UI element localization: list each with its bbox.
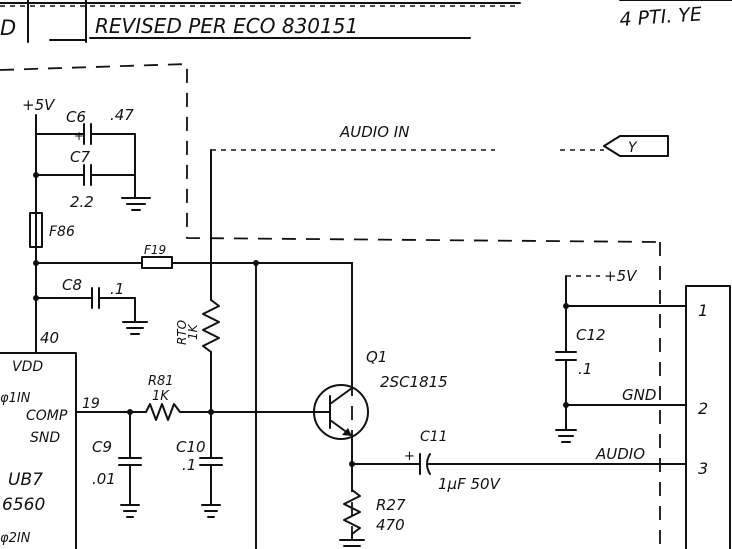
r27-value: 470 [376,516,405,534]
signature-fragment: 4 PTI. YE [619,3,703,31]
rto-value: 1K [186,323,200,340]
connector-power-network: +5V C12 .1 GND AUDIO [555,267,687,463]
c11-value: 1μF 50V [438,475,502,493]
f86-label: F86 [49,224,75,240]
ic-ub7-6560: VDD φ1IN COMP SND UB7 6560 φ2IN 19 [0,344,100,549]
power-filter-network: +5V C6 .47 + C7 2.2 F86 [22,96,151,347]
c7-value: 2.2 [70,193,94,211]
c8-label: C8 [62,276,82,294]
r81-value: 1K [152,389,170,404]
connector-pin-3: 3 [698,459,708,478]
ic-comp: COMP [26,408,68,424]
c9-label: C9 [92,438,112,456]
revision-description: REVISED PER ECO 830151 [95,14,358,38]
v5-right-label: +5V [604,267,638,285]
c12-label: C12 [576,326,606,344]
output-connector: 1 2 3 [685,285,731,549]
c7-label: C7 [70,148,90,166]
rto-label: RTO [175,320,189,345]
c11-plus: + [404,449,415,464]
v5-left-label: +5V [22,96,56,114]
audio-label: AUDIO [595,445,645,463]
audio-in-label: AUDIO IN [339,123,409,141]
connector-pin-2: 2 [698,399,708,418]
c6-value: .47 [110,106,134,124]
r27-label: R27 [376,496,406,514]
ic-6560: 6560 [2,495,45,515]
c6-plus: + [74,129,84,143]
connector-pin-1: 1 [698,301,708,320]
ic-snd: SND [30,430,60,446]
r81-label: R81 [148,374,174,389]
f19-label: F19 [144,243,166,257]
rto-resistor: RTO 1K [175,299,220,413]
q1-part: 2SC1815 [380,373,448,391]
revision-block: D REVISED PER ECO 830151 4 PTI. YE [0,0,732,43]
revision-letter: D [0,16,16,40]
pin19-label: 19 [82,396,100,412]
pin40-label: 40 [40,329,59,347]
c11-label: C11 [420,429,448,445]
c12-value: .1 [578,360,592,378]
ic-vdd: VDD [12,359,43,375]
f19-line: F19 [35,243,353,549]
output-network: + C11 1μF 50V R27 470 [339,429,687,547]
c9-value: .01 [92,470,116,488]
q1-label: Q1 [366,348,387,366]
c6-label: C6 [66,108,86,126]
c10-label: C10 [176,438,206,456]
c10-value: .1 [182,456,196,474]
ic-phi1: φ1IN [0,391,31,406]
board-boundary [0,63,661,549]
audio-in-net: AUDIO IN Y [210,123,669,301]
ic-ub7: UB7 [8,470,43,490]
c8-value: .1 [110,280,124,298]
base-network: R81 1K C9 .01 C10 .1 [75,374,319,518]
gnd-label: GND [622,386,656,404]
ic-phi2: φ2IN [0,531,31,546]
connector-y-label: Y [628,140,638,156]
